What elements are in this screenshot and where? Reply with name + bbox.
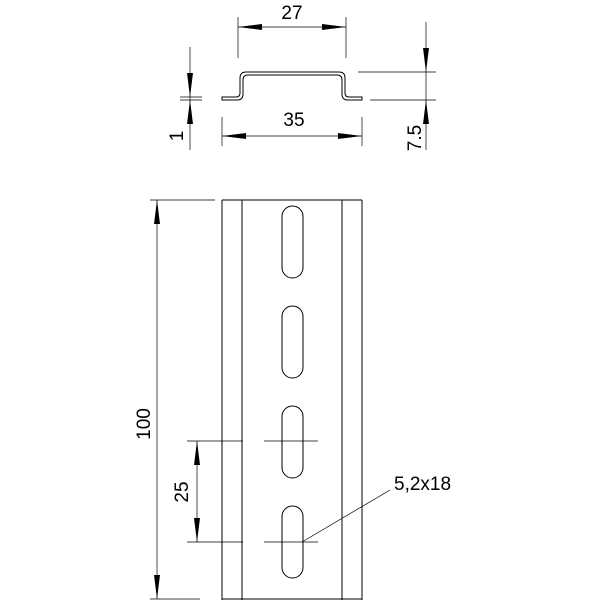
outer-width-label: 35 [283, 110, 304, 131]
dimension-outer-width: 35 [221, 110, 363, 146]
dimension-thickness: 1 [167, 47, 202, 150]
slot [281, 305, 304, 379]
dimension-length: 100 [134, 199, 215, 600]
length-label: 100 [134, 408, 155, 440]
dimension-inner-width: 27 [237, 3, 347, 58]
dimension-slot-pitch: 25 [172, 440, 243, 543]
thickness-label: 1 [167, 131, 188, 142]
rail-front-view [221, 199, 363, 600]
slot [281, 205, 304, 279]
height-label: 7.5 [405, 125, 426, 151]
profile-section [221, 71, 363, 101]
slot-size-callout: 5,2x18 [301, 474, 451, 543]
inner-width-label: 27 [281, 3, 302, 24]
slot [281, 405, 304, 479]
slot-size-label: 5,2x18 [394, 474, 451, 495]
slot-pitch-label: 25 [172, 481, 193, 502]
dimension-height: 7.5 [358, 22, 436, 151]
